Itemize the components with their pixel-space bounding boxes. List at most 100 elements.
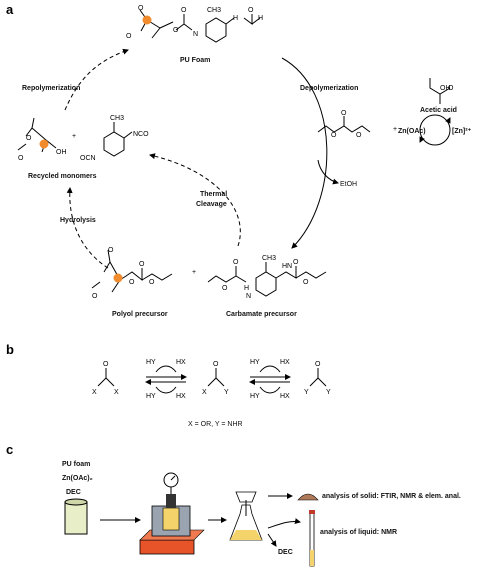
reaction-scheme-b: O X X HY HX HY HX O X Y HY HX HY HX O Y … xyxy=(92,359,331,400)
svg-text:N: N xyxy=(193,31,198,38)
reactor-cap xyxy=(166,494,176,508)
svg-text:NCO: NCO xyxy=(133,131,149,138)
zn-cycle xyxy=(419,114,451,146)
svg-text:+: + xyxy=(393,126,397,133)
svg-text:HY: HY xyxy=(146,359,156,366)
carbamate-precursor-label: Carbamate precursor xyxy=(226,311,297,318)
svg-text:HN: HN xyxy=(282,263,292,270)
svg-text:HY: HY xyxy=(250,359,260,366)
thermal-cleavage-label-line1: Thermal xyxy=(200,191,227,198)
svg-text:O: O xyxy=(356,132,362,139)
zn-oac-label: Zn(OAc) xyxy=(398,128,426,135)
acetic-acid-label: Acetic acid xyxy=(420,107,457,114)
reactor-vessel xyxy=(162,507,180,531)
svg-text:O: O xyxy=(315,361,321,368)
hydrolysis-label: Hydrolysis xyxy=(60,217,96,224)
svg-text:Y: Y xyxy=(304,389,309,396)
liquid-analysis-label: analysis of liquid: NMR xyxy=(320,529,397,536)
svg-text:N: N xyxy=(246,293,251,300)
svg-text:O: O xyxy=(213,361,219,368)
svg-text:Y: Y xyxy=(326,389,331,396)
svg-text:OCN: OCN xyxy=(80,155,96,162)
svg-text:H: H xyxy=(233,15,238,22)
svg-text:O: O xyxy=(108,247,114,254)
panel-b-label: b xyxy=(6,342,14,357)
svg-text:+: + xyxy=(72,133,76,140)
svg-text:HY: HY xyxy=(250,393,260,400)
solid-sample-icon xyxy=(297,493,319,501)
svg-text:H: H xyxy=(244,285,249,292)
svg-text:HX: HX xyxy=(280,393,290,400)
svg-text:O: O xyxy=(139,261,145,268)
pu-foam-structure: O O O O N CH3 H O H xyxy=(126,5,263,43)
reagent-jar xyxy=(64,498,88,535)
svg-text:CH3: CH3 xyxy=(110,115,124,122)
acetic-acid-structure: O OH xyxy=(429,78,454,104)
thermal-cleavage-label-line2: Cleavage xyxy=(196,201,227,208)
svg-text:X: X xyxy=(202,389,207,396)
svg-text:HX: HX xyxy=(280,359,290,366)
filtration-flask xyxy=(229,491,263,541)
svg-text:HX: HX xyxy=(176,359,186,366)
svg-text:CH3: CH3 xyxy=(207,7,221,14)
polyol-precursor-structure: O O O O O xyxy=(91,247,173,300)
svg-text:O: O xyxy=(331,132,337,139)
svg-text:O: O xyxy=(92,293,98,300)
svg-text:O: O xyxy=(138,5,144,12)
polyol-precursor-label: Polyol precursor xyxy=(112,311,168,318)
pu-foam-label: PU Foam xyxy=(180,57,210,64)
svg-text:O: O xyxy=(103,361,109,368)
svg-text:X: X xyxy=(92,389,97,396)
carbamate-precursor-structure: O O H N CH3 HN O O xyxy=(207,255,327,300)
input-pu-foam: PU foam xyxy=(62,461,90,468)
svg-text:H: H xyxy=(258,15,263,22)
svg-text:O: O xyxy=(26,135,32,142)
etoh-label: EtOH xyxy=(340,181,357,188)
svg-text:OH: OH xyxy=(56,149,67,156)
solid-analysis-label: analysis of solid: FTIR, NMR & elem. ana… xyxy=(322,493,461,500)
svg-text:O: O xyxy=(173,27,179,34)
input-dec: DEC xyxy=(66,489,81,496)
recycled-monomers-label: Recycled monomers xyxy=(28,173,97,180)
svg-text:O: O xyxy=(126,33,132,40)
zn-ion-label: [Zn]²⁺ xyxy=(452,128,472,135)
svg-text:+: + xyxy=(192,269,196,276)
orange-carbon-dot xyxy=(142,15,152,25)
svg-text:CH3: CH3 xyxy=(262,255,276,262)
svg-text:HY: HY xyxy=(146,393,156,400)
input-zn-oac2: Zn(OAc)₂ xyxy=(62,475,93,482)
panel-c-label: c xyxy=(6,442,13,457)
liquid-arrow xyxy=(267,518,301,529)
depolymerization-label: Depolymerization xyxy=(300,85,358,92)
svg-text:O: O xyxy=(129,279,135,286)
heater-plate xyxy=(139,539,195,555)
svg-text:O: O xyxy=(248,7,254,14)
orange-carbon-dot xyxy=(113,273,123,283)
diethyl-carbonate-structure: O O O xyxy=(317,110,371,139)
svg-text:O: O xyxy=(341,110,347,117)
panel-a-label: a xyxy=(6,2,14,17)
svg-text:O: O xyxy=(18,155,24,162)
diisocyanate-structure: CH3 NCO OCN xyxy=(80,115,149,162)
svg-text:X: X xyxy=(114,389,119,396)
svg-text:O: O xyxy=(222,285,228,292)
repolymerization-label: Repolymerization xyxy=(22,85,80,92)
svg-text:O: O xyxy=(448,85,454,92)
nmr-tube-icon xyxy=(309,510,315,567)
recycled-polyol-structure: O O OH xyxy=(17,117,67,162)
svg-text:O: O xyxy=(149,279,155,286)
svg-text:OH: OH xyxy=(440,85,451,92)
dec-out-label: DEC xyxy=(278,549,293,556)
svg-text:HX: HX xyxy=(176,393,186,400)
xy-definition: X = OR, Y = NHR xyxy=(188,421,243,428)
dec-out-arrow xyxy=(267,533,277,547)
thermal-cleavage-arrow xyxy=(149,153,241,247)
orange-carbon-dot xyxy=(39,139,49,149)
hydrolysis-arrow xyxy=(66,187,109,269)
svg-text:O: O xyxy=(293,259,299,266)
svg-text:O: O xyxy=(181,7,187,14)
depolymerization-arrow xyxy=(281,57,328,249)
etoh-arrow xyxy=(317,159,339,185)
reactor xyxy=(139,472,205,555)
